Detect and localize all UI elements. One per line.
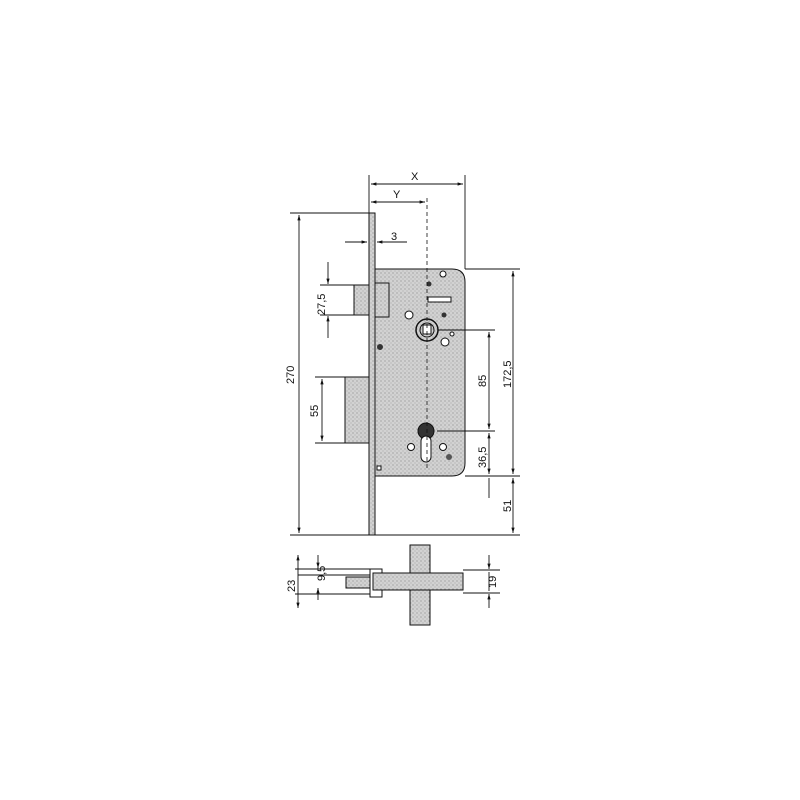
- dim-9-5-label: 9,5: [316, 566, 328, 581]
- section-view: [295, 544, 500, 626]
- dim-55-label: 55: [309, 405, 321, 417]
- dim-172-5-label: 172,5: [502, 360, 514, 388]
- dim-85-label: 85: [477, 375, 489, 387]
- faceplate: [368, 212, 376, 536]
- dim-27-5-label: 27,5: [316, 294, 328, 315]
- dim-y-label: Y: [393, 189, 401, 201]
- dim-36-5-label: 36,5: [477, 447, 489, 468]
- dim-19-label: 19: [487, 576, 499, 588]
- lock-case: [344, 198, 466, 477]
- dim-x-label: X: [411, 171, 419, 183]
- dim-3-label: 3: [391, 231, 397, 243]
- dim-270-label: 270: [285, 366, 297, 384]
- dim-51-label: 51: [502, 500, 514, 512]
- dimensions: [290, 175, 520, 536]
- dim-23-label: 23: [286, 580, 298, 592]
